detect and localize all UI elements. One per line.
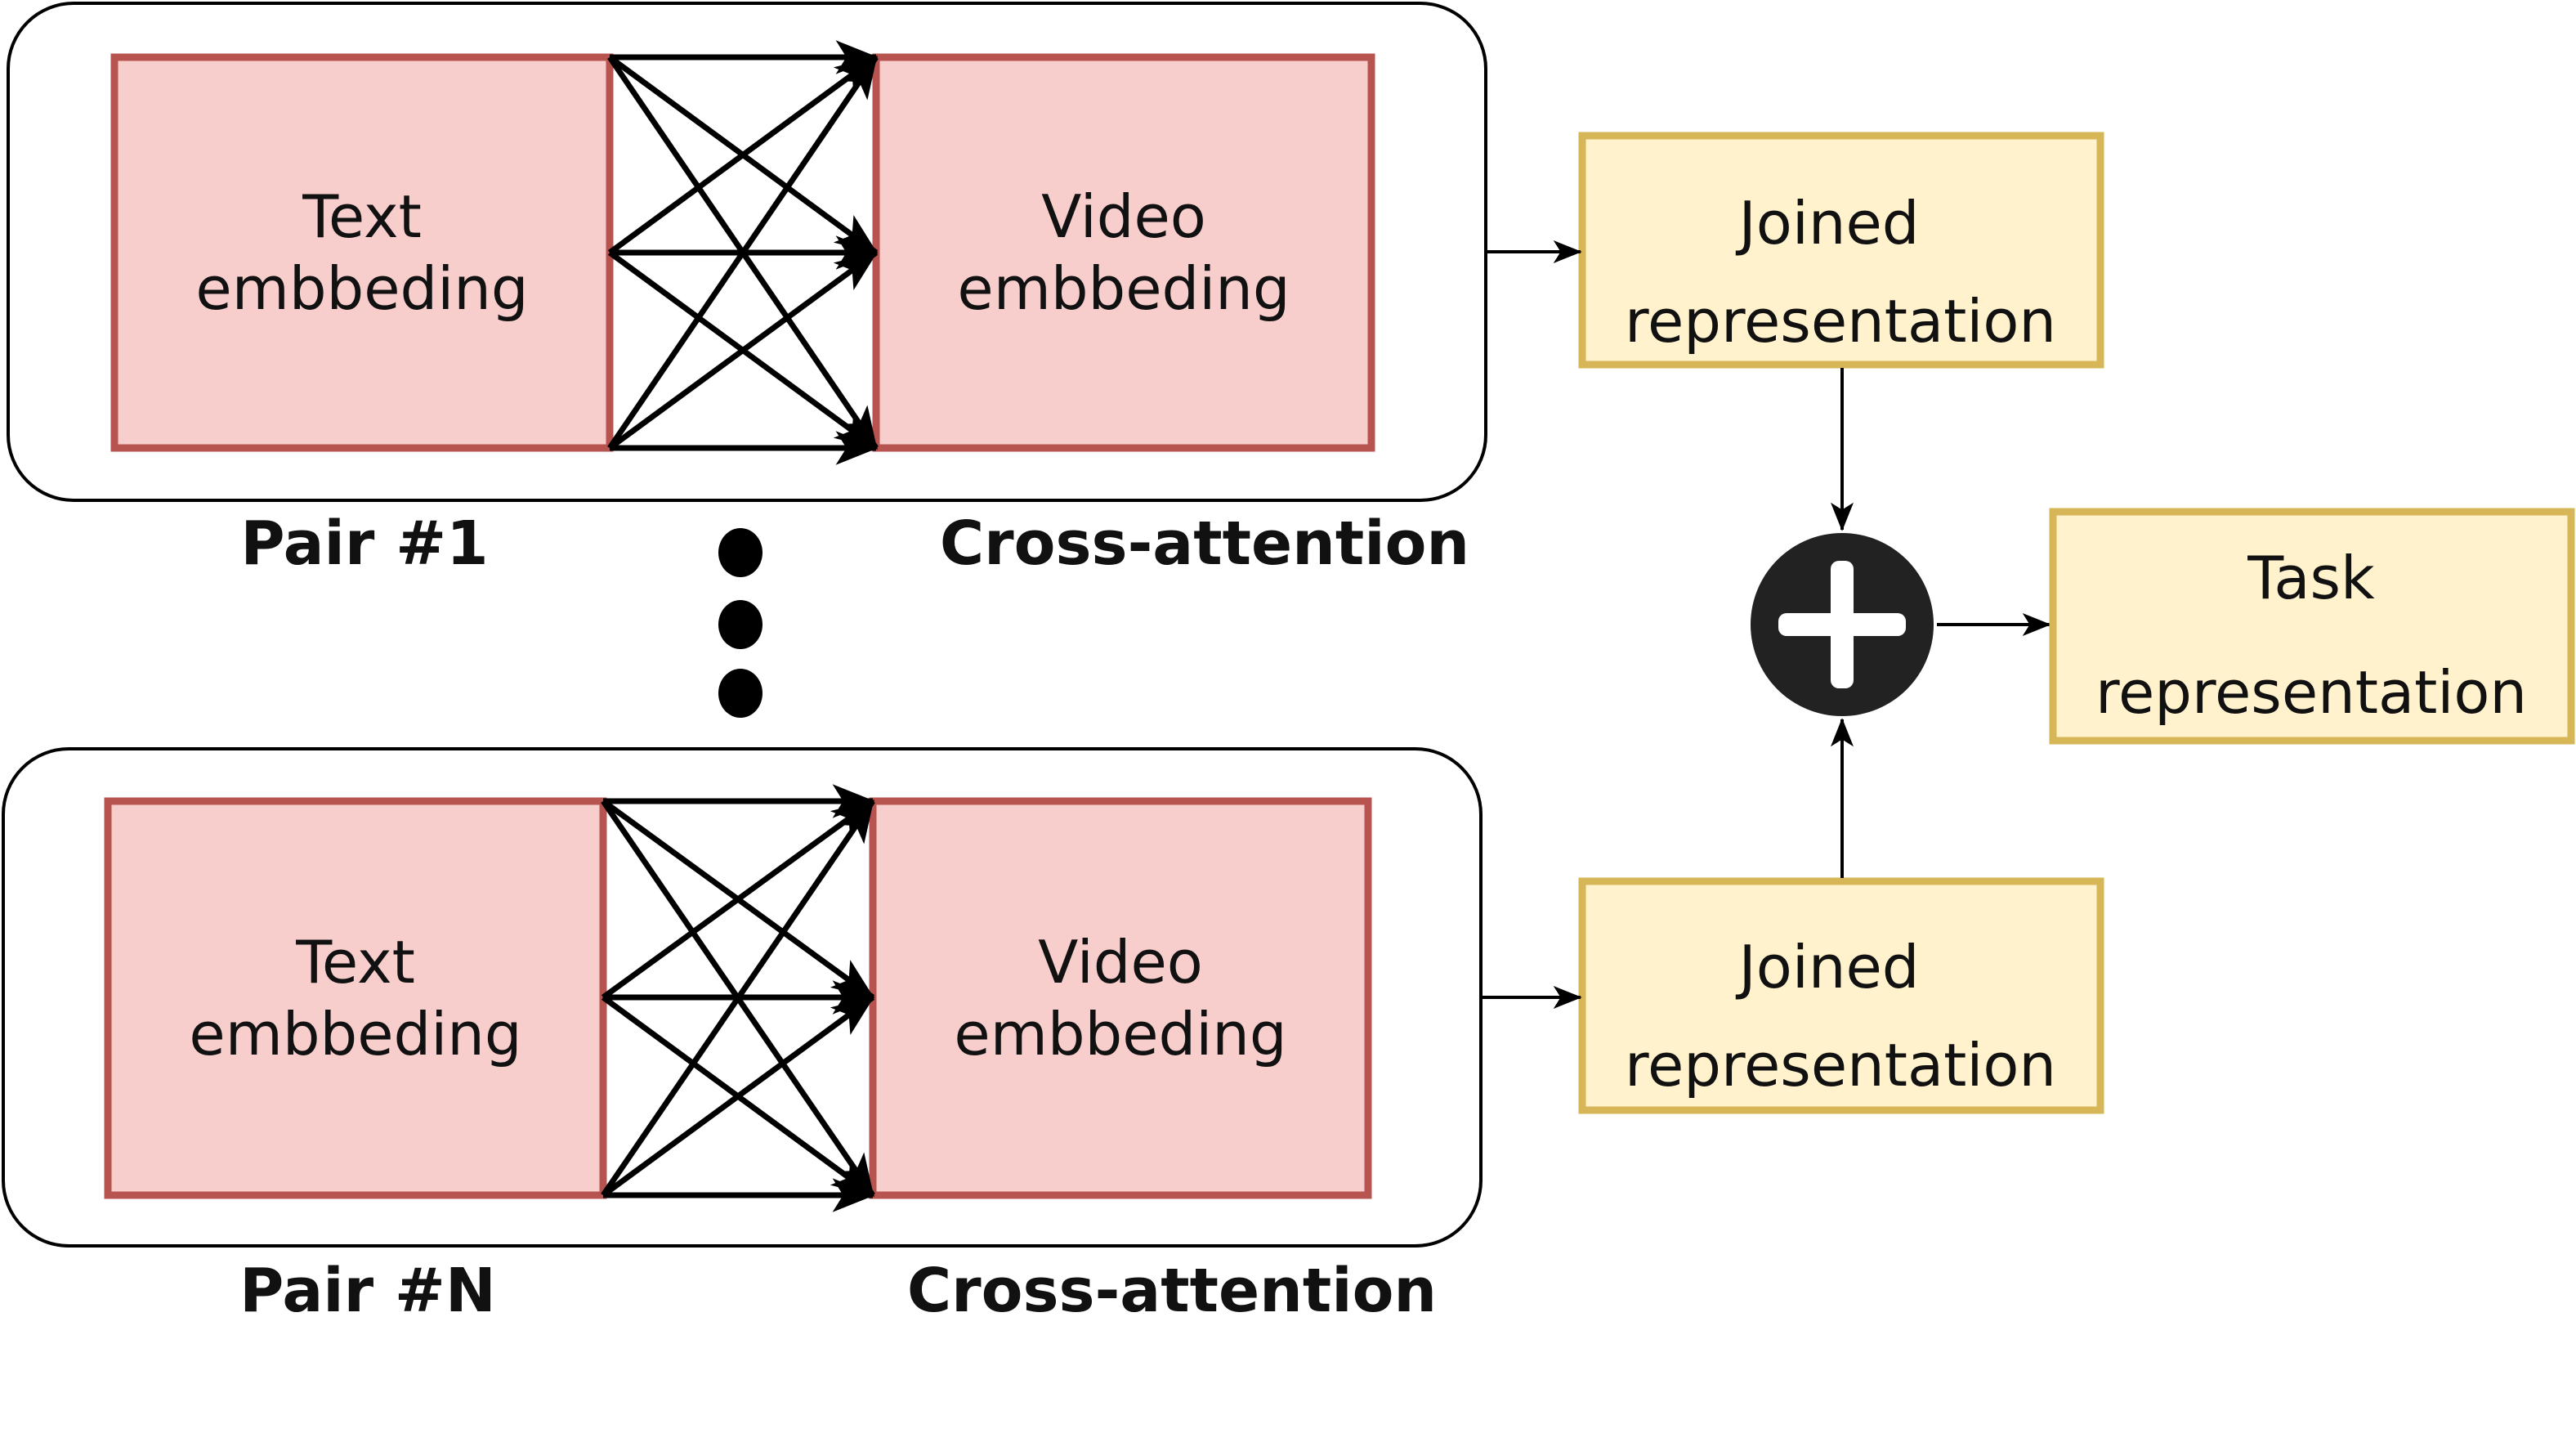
plus-circle-icon [1751,533,1934,716]
text-embedding-label-line2: embbeding [195,254,528,323]
cross-attention-arrows-n [601,784,875,1212]
pair-group-1: Text embbeding Video embbeding Pair #1 C… [7,2,1487,579]
cross-attention-arrows-1 [607,40,879,465]
cross-attention-label-1: Cross-attention [940,508,1469,579]
joined-representation-box-1: Joined representation [1578,132,2104,369]
text-embedding-label-line1: Text [295,928,415,997]
pair-label-1: Pair #1 [240,508,488,579]
text-embedding-label-line1: Text [302,182,422,251]
pair-label-n: Pair #N [239,1256,496,1326]
video-embedding-box-1: Video embbeding [872,53,1375,452]
joined-representation-label-line2: representation [1625,287,2056,356]
text-embedding-box-n: Text embbeding [104,797,607,1199]
text-embedding-box-1: Text embbeding [110,53,614,452]
video-embedding-label-line2: embbeding [954,1000,1286,1068]
text-embedding-label-line2: embbeding [189,1000,521,1068]
vertical-ellipsis-icon [718,528,763,718]
pair-to-joined-connectors [1481,240,1582,1009]
video-embedding-box-n: Video embbeding [869,797,1372,1199]
task-representation-label-line1: Task [2247,544,2375,612]
joined-representation-label-line1: Joined [1736,189,1920,258]
joined-to-sum-connectors [1831,368,2051,878]
pair-group-n: Text embbeding Video embbeding Pair #N C… [2,747,1483,1326]
joined-representation-label-line2: representation [1625,1031,2056,1100]
video-embedding-label-line1: Video [1041,182,1206,251]
task-representation-box: Task representation [2049,508,2575,745]
video-embedding-label-line1: Video [1038,928,1203,997]
joined-representation-box-n: Joined representation [1578,877,2104,1114]
cross-attention-label-n: Cross-attention [907,1256,1437,1326]
video-embedding-label-line2: embbeding [957,254,1290,323]
joined-representation-label-line1: Joined [1736,933,1920,1001]
task-representation-label-line2: representation [2095,658,2527,727]
